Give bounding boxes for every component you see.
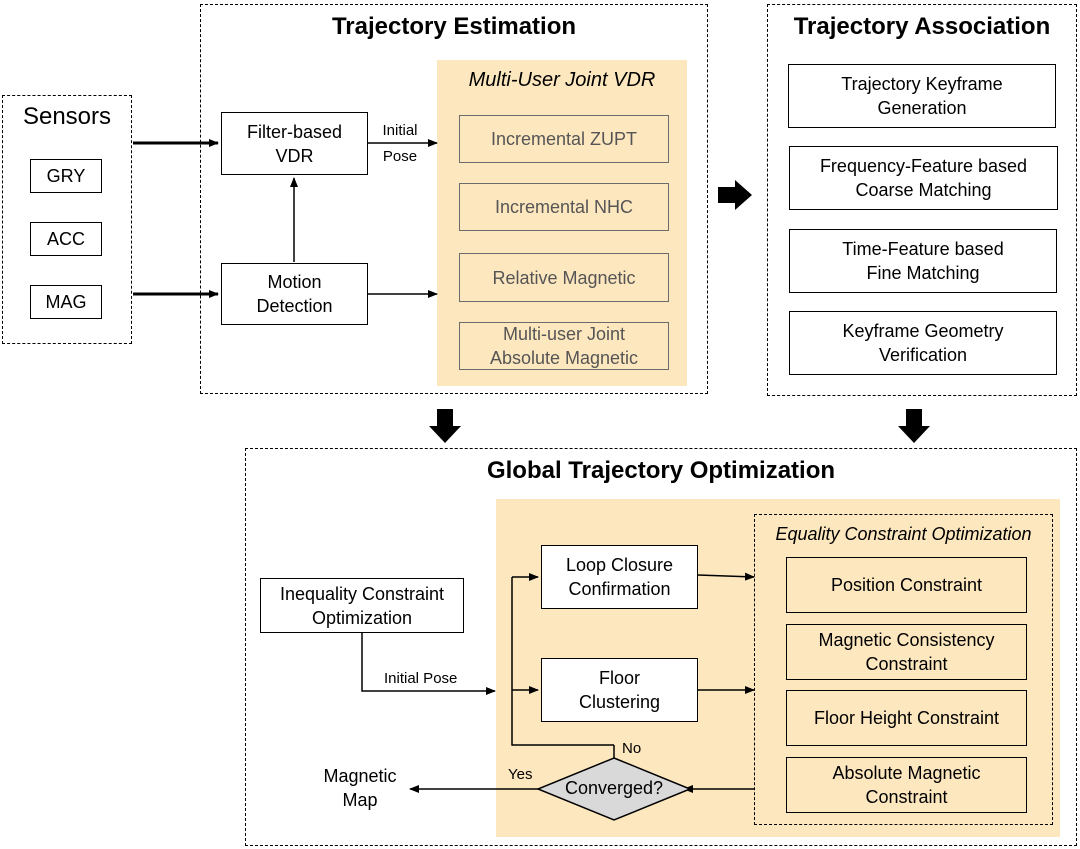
block-arrow-down-left: [429, 409, 461, 443]
sensor-acc: ACC: [30, 222, 102, 256]
incremental-nhc-box: Incremental NHC: [459, 183, 669, 231]
trajectory-association-title: Trajectory Association: [793, 13, 1051, 40]
magnetic-map-label: Magnetic Map: [323, 766, 397, 810]
trajectory-estimation-title: Trajectory Estimation: [331, 13, 577, 40]
floor-height-box: Floor Height Constraint: [786, 690, 1027, 746]
loop-closure-box: Loop Closure Confirmation: [541, 545, 698, 609]
keyframe-generation-box: Trajectory Keyframe Generation: [788, 64, 1056, 128]
motion-detection-box: Motion Detection: [221, 263, 368, 325]
initial-pose-label: Initial Pose: [382, 122, 418, 165]
yes-label: Yes: [508, 766, 533, 783]
block-arrow-down-right: [898, 409, 930, 443]
no-label: No: [622, 740, 642, 757]
magnetic-consistency-box: Magnetic Consistency Constraint: [786, 624, 1027, 680]
sensor-gry: GRY: [30, 159, 102, 193]
sensor-mag: MAG: [30, 285, 102, 319]
trajectory-association-panel: [767, 4, 1077, 396]
absolute-magnetic-box: Multi-user Joint Absolute Magnetic: [459, 322, 669, 370]
filter-based-vdr-box: Filter-based VDR: [221, 112, 368, 175]
floor-clustering-box: Floor Clustering: [541, 658, 698, 722]
equality-optimization-panel: [754, 514, 1053, 825]
arrow-inequality-to-loop: [361, 633, 496, 695]
converged-diamond: [536, 757, 692, 821]
incremental-zupt-box: Incremental ZUPT: [459, 115, 669, 163]
global-optimization-title: Global Trajectory Optimization: [486, 457, 836, 484]
block-arrow-right: [718, 180, 752, 210]
global-optimization-panel: [245, 448, 1077, 846]
absolute-magnetic-constraint-box: Absolute Magnetic Constraint: [786, 757, 1027, 813]
loop-no-path: [511, 577, 614, 746]
equality-optimization-title: Equality Constraint Optimization: [775, 524, 1032, 544]
sensors-panel: [2, 95, 132, 344]
arrow-closure-to-equality: [697, 572, 755, 581]
initial-pose-label-2: Initial Pose: [384, 670, 458, 687]
position-constraint-box: Position Constraint: [786, 557, 1027, 613]
fine-matching-box: Time-Feature based Fine Matching: [789, 229, 1057, 293]
relative-magnetic-box: Relative Magnetic: [459, 253, 669, 302]
converged-label: Converged?: [564, 778, 664, 798]
trajectory-estimation-panel: [200, 4, 708, 394]
geometry-verification-box: Keyframe Geometry Verification: [789, 311, 1057, 375]
sensors-title: Sensors: [22, 103, 112, 130]
multi-user-joint-vdr-title: Multi-User Joint VDR: [468, 69, 656, 91]
coarse-matching-box: Frequency-Feature based Coarse Matching: [789, 146, 1058, 210]
inequality-optimization-box: Inequality Constraint Optimization: [260, 578, 464, 633]
